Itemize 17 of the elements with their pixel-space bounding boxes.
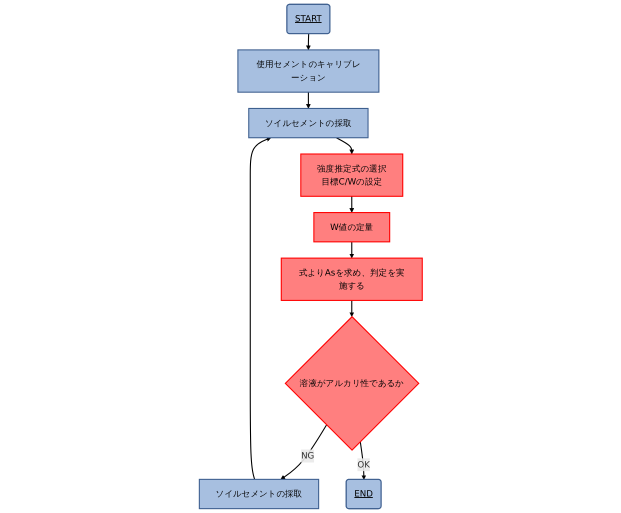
arrow [349,300,354,317]
node-box: 式よりAsを求め、判定を実施する [280,258,422,301]
arrow [349,242,354,258]
arrow [336,137,354,154]
node-box: W値の定量 [313,212,390,242]
node-diamond: 溶液がアルカリ性であるか [284,316,420,451]
node-box: ソイルセメントの採取 [248,108,368,138]
arrow [306,34,310,50]
arrow [249,137,271,480]
edge-label: NG [300,450,314,461]
arrow [306,92,310,109]
node-box: ソイルセメントの採取 [198,478,319,510]
arrow [349,196,354,213]
node-box: 使用セメントのキャリブレーション [237,49,380,93]
node-box: 強度推定式の選択 目標C/Wの設定 [300,153,403,197]
edge-label: OK [357,459,370,470]
arrow [280,424,327,480]
